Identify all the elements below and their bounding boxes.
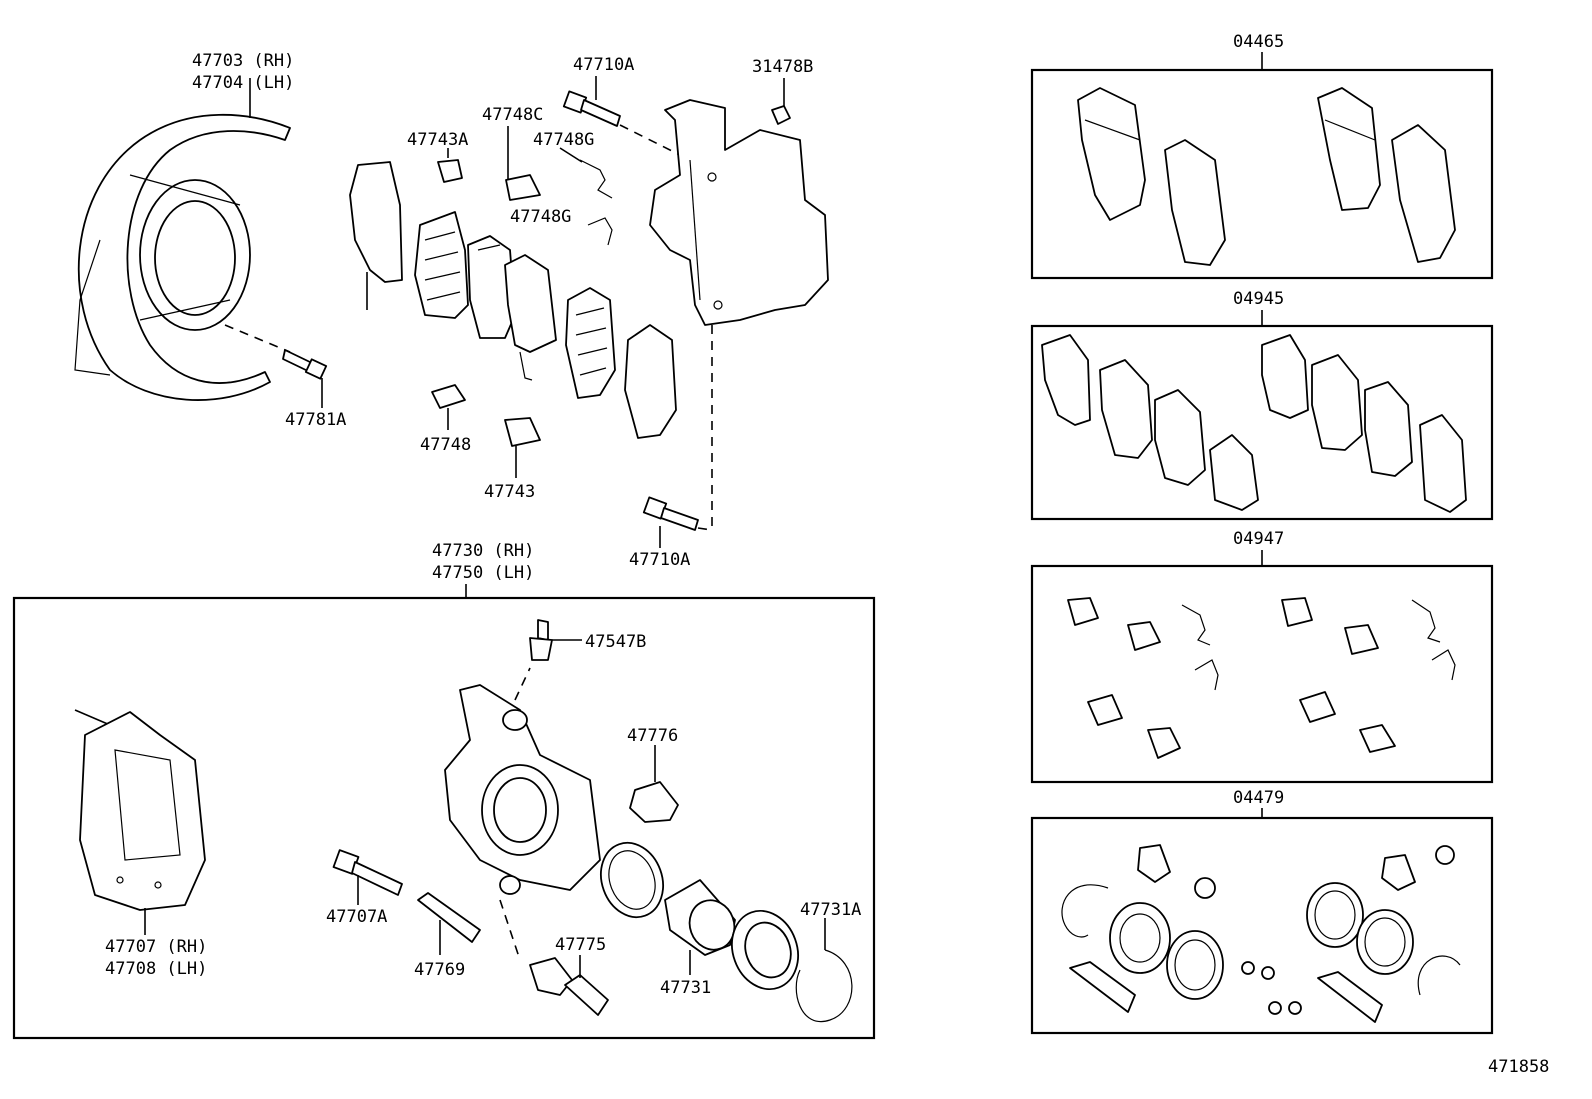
kit-04945-shims-drawing [1041, 334, 1467, 513]
caliper-assembly-box [12, 596, 876, 1040]
dust-cover-drawing [74, 113, 291, 401]
shim-drawing [349, 161, 403, 283]
caliper-support-drawing [74, 709, 206, 911]
kit-box-04479 [1030, 816, 1494, 1035]
part-label-47743: 47743 [484, 482, 535, 502]
cylinder-boot-drawing [731, 909, 799, 991]
part-label-47731A: 47731A [800, 900, 861, 920]
bolt-47710A-bottom-drawing [642, 496, 699, 531]
part-label-47781A: 47781A [285, 410, 346, 430]
part-label-47710A-top: 47710A [573, 55, 634, 75]
anti-squeal-shim-drawing [414, 211, 469, 319]
kit-04479-seals-drawing [1061, 844, 1461, 1023]
slide-pin-47775-drawing [529, 957, 609, 1016]
part-label-47707: 47707 (RH) [105, 937, 207, 957]
spring-47748G-b-drawing [587, 217, 613, 246]
part-label-47775: 47775 [555, 935, 606, 955]
part-label-31478B: 31478B [752, 57, 813, 77]
cap-31478B-drawing [771, 105, 791, 125]
part-label-47731: 47731 [660, 978, 711, 998]
slide-pin-47769-drawing [417, 892, 481, 943]
kit-label-04947: 04947 [1233, 529, 1284, 549]
piston-seal-drawing [600, 841, 664, 919]
part-label-47703: 47703 (RH) [192, 51, 294, 71]
kit-04465-pads-drawing [1077, 87, 1456, 266]
part-label-47708: 47708 (LH) [105, 959, 207, 979]
part-label-47748: 47748 [420, 435, 471, 455]
bolt-47710A-top-drawing [562, 90, 621, 127]
kit-box-04465 [1030, 68, 1494, 280]
pin-boot-47776-drawing [629, 781, 679, 823]
clip-47743A-drawing [437, 159, 463, 183]
spring-47748G-a-drawing [579, 159, 613, 199]
part-label-47748G-b: 47748G [510, 207, 571, 227]
clip-47748C-drawing [505, 174, 541, 201]
kit-label-04945: 04945 [1233, 289, 1284, 309]
kit-label-04479: 04479 [1233, 788, 1284, 808]
part-label-47547B: 47547B [585, 632, 646, 652]
bolt-47707A-drawing [332, 849, 403, 896]
bolt-47781A-drawing [282, 349, 328, 380]
clip-47743-drawing [504, 417, 541, 447]
kit-04947-clips-drawing [1067, 597, 1456, 759]
kit-label-04465: 04465 [1233, 32, 1284, 52]
part-label-47748C: 47748C [482, 105, 543, 125]
set-ring-47731A-drawing [795, 949, 853, 1023]
part-label-47707A: 47707A [326, 907, 387, 927]
piston-47731-drawing [664, 879, 736, 956]
anti-squeal-shim-2-drawing [565, 287, 616, 399]
part-label-47750: 47750 (LH) [432, 563, 534, 583]
caliper-mounting-drawing [649, 99, 829, 326]
clip-47748-drawing [431, 384, 466, 409]
kit-box-04945 [1030, 324, 1494, 521]
part-label-47748G-a: 47748G [533, 130, 594, 150]
disc-pad-outer-drawing [504, 254, 557, 381]
kit-box-04947 [1030, 564, 1494, 784]
part-label-47769: 47769 [414, 960, 465, 980]
caliper-cylinder-drawing [444, 684, 601, 895]
part-label-47710A-bottom: 47710A [629, 550, 690, 570]
shim-2-drawing [624, 324, 677, 439]
bleeder-plug-drawing [529, 619, 553, 661]
part-label-47743A: 47743A [407, 130, 468, 150]
figure-id: 471858 [1488, 1057, 1549, 1077]
part-label-47704: 47704 (LH) [192, 73, 294, 93]
disc-pad-inner-drawing [467, 235, 516, 339]
part-label-47776: 47776 [627, 726, 678, 746]
part-label-47730: 47730 (RH) [432, 541, 534, 561]
